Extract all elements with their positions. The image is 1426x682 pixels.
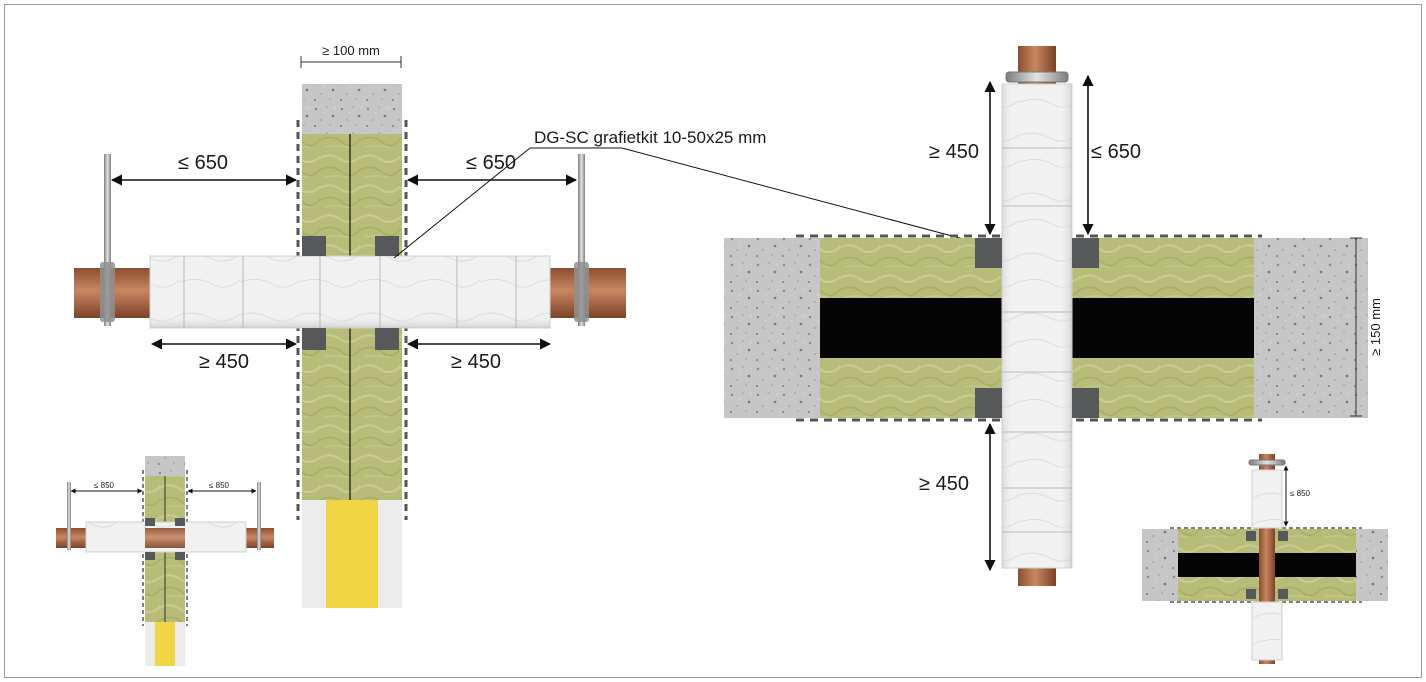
floor-concrete-right bbox=[1254, 238, 1368, 418]
wall-concrete bbox=[302, 84, 402, 134]
sealant-block bbox=[1072, 238, 1099, 268]
sealant-block bbox=[375, 236, 399, 256]
callout-leader-wall bbox=[393, 147, 531, 259]
sealant-block bbox=[302, 328, 326, 350]
label-floor-above-hanger: ≤ 650 bbox=[1091, 141, 1141, 163]
mini-rod-right bbox=[257, 482, 261, 550]
label-mini-wall-right: ≤ 850 bbox=[209, 481, 230, 490]
mini-wall-yellow bbox=[155, 622, 175, 666]
sealant-block bbox=[302, 236, 326, 256]
label-floor-above-insul: ≥ 450 bbox=[929, 141, 979, 163]
hanger-rod-left bbox=[104, 154, 111, 326]
label-mini-floor: ≤ 850 bbox=[1290, 489, 1311, 498]
sealant-block bbox=[1278, 589, 1288, 599]
sealant-block bbox=[1246, 589, 1256, 599]
pipe-insulation-seams bbox=[183, 256, 517, 328]
label-insul-right: ≥ 450 bbox=[451, 351, 501, 373]
mini-floor-concrete-left bbox=[1142, 529, 1178, 601]
sealant-block bbox=[1278, 531, 1288, 541]
callout-label: DG-SC grafietkit 10-50x25 mm bbox=[534, 128, 766, 147]
sealant-block bbox=[975, 388, 1002, 418]
pipe-insulation-shade bbox=[150, 256, 550, 328]
mini-rod-left bbox=[67, 482, 71, 550]
pipe-insulation-seams bbox=[1002, 147, 1072, 533]
frame-border bbox=[4, 4, 1422, 678]
floor-penetration-detail: ≥ 450 ≤ 650 ≥ 450 ≥ 150 mm bbox=[724, 46, 1383, 586]
sealant-block bbox=[1072, 388, 1099, 418]
pipe-clamp-top bbox=[1005, 71, 1069, 83]
sealant-block bbox=[175, 518, 185, 526]
label-insul-left: ≥ 450 bbox=[199, 351, 249, 373]
wall-yellow-fill bbox=[326, 500, 378, 608]
pipe-insulation-shade bbox=[1002, 84, 1072, 568]
mini-floor-concrete-right bbox=[1356, 529, 1388, 601]
sealant-block bbox=[975, 238, 1002, 268]
sealant-block bbox=[175, 552, 185, 560]
mini-floor-detail: ≤ 850 bbox=[1142, 454, 1388, 664]
wall-penetration-detail: ≥ 100 mm ≤ 650 ≤ 650 ≥ 450 ≥ 450 bbox=[74, 43, 626, 608]
label-mini-wall-left: ≤ 850 bbox=[94, 481, 115, 490]
hanger-clamp-left bbox=[100, 262, 115, 322]
sealant-block bbox=[375, 328, 399, 350]
mini-wall-concrete bbox=[145, 456, 185, 476]
sealant-block bbox=[145, 518, 155, 526]
sealant-block bbox=[1246, 531, 1256, 541]
hanger-clamp-right bbox=[574, 262, 589, 322]
hanger-rod-right bbox=[578, 154, 585, 326]
floor-concrete-left bbox=[724, 238, 820, 418]
label-hanger-right: ≤ 650 bbox=[466, 152, 516, 174]
label-floor-thickness: ≥ 150 mm bbox=[1368, 298, 1383, 356]
label-hanger-left: ≤ 650 bbox=[178, 152, 228, 174]
mini-wall-detail: ≤ 850 ≤ 850 bbox=[56, 456, 274, 666]
callout-leader-floor bbox=[621, 147, 1013, 253]
label-floor-below-insul: ≥ 450 bbox=[919, 473, 969, 495]
label-wall-thickness: ≥ 100 mm bbox=[322, 43, 380, 58]
sealant-block bbox=[145, 552, 155, 560]
material-callout: DG-SC grafietkit 10-50x25 mm bbox=[393, 128, 1013, 259]
